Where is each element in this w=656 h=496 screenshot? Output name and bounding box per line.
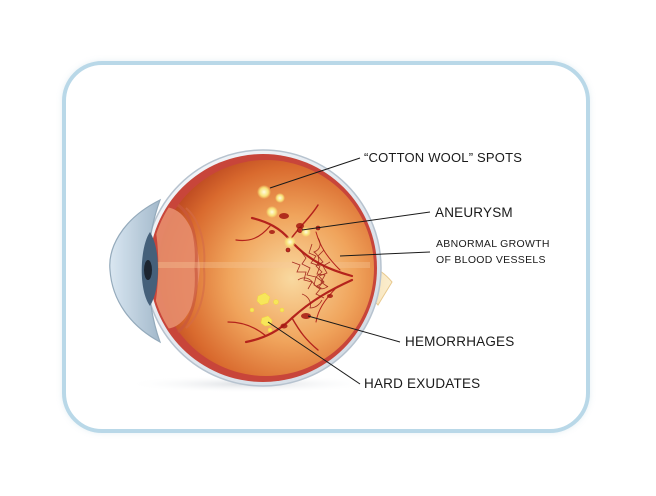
retina [158,160,374,376]
label-aneurysm: ANEURYSM [435,205,513,220]
hard-exudates-leader [267,321,361,385]
label-hard-exudates: HARD EXUDATES [364,376,481,391]
blood-vessels [227,204,354,351]
label-abnormal-growth-line2: OF BLOOD VESSELS [436,254,546,266]
label-abnormal-growth-line1: ABNORMAL GROWTH [436,238,550,250]
cotton-wool-spots [257,185,311,248]
hemorrhages [269,213,333,329]
pupil [144,260,152,280]
aneurysm-leader [301,211,431,231]
lens [151,207,200,329]
leader-lines [267,157,431,385]
label-abnormal-growth: ABNORMAL GROWTH OF BLOOD VESSELS [436,236,550,268]
abnormal-vessel-network [291,237,331,309]
cotton-wool-leader [269,157,361,189]
label-cotton-wool-spots: “COTTON WOOL” SPOTS [364,150,523,165]
label-hemorrhages: HEMORRHAGES [405,334,515,349]
abnormal-growth-leader [339,251,431,257]
hard-exudates [249,292,285,333]
hemorrhages-leader [307,315,401,343]
